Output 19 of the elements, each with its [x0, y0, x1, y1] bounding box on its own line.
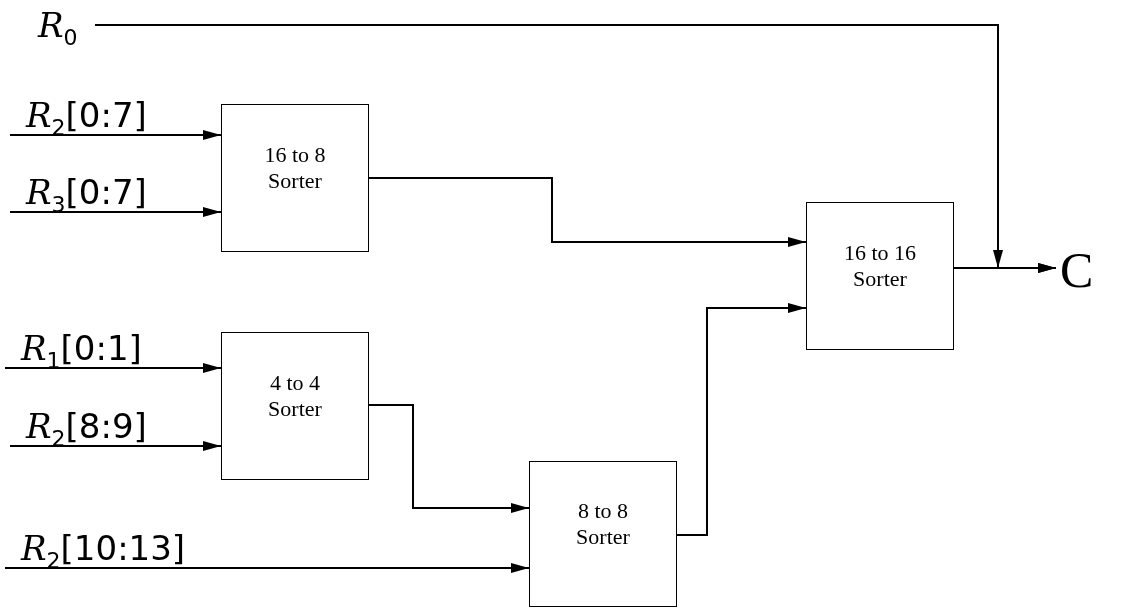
- arrow: [4, 363, 222, 373]
- arrow: [368, 177, 807, 247]
- arrow: [676, 303, 807, 536]
- sorter-box: [806, 202, 954, 350]
- sorter-box: [221, 104, 369, 252]
- sorter-box: [221, 332, 369, 480]
- sorter-label: 4 to 4 Sorter: [267, 370, 323, 422]
- arrow: [9, 441, 222, 451]
- output-label: C: [1060, 240, 1110, 300]
- sorter-box: [529, 461, 677, 607]
- arrow: [368, 404, 530, 513]
- sorter-label: 16 to 8 Sorter: [263, 142, 327, 194]
- sorter-label: 16 to 16 Sorter: [842, 240, 918, 292]
- arrow: [94, 24, 1057, 273]
- sorter-label: 8 to 8 Sorter: [575, 498, 631, 550]
- arrow: [4, 563, 530, 573]
- arrow: [9, 130, 222, 140]
- arrow: [9, 207, 222, 217]
- signal-label: R$_{0}$: [22, 5, 95, 45]
